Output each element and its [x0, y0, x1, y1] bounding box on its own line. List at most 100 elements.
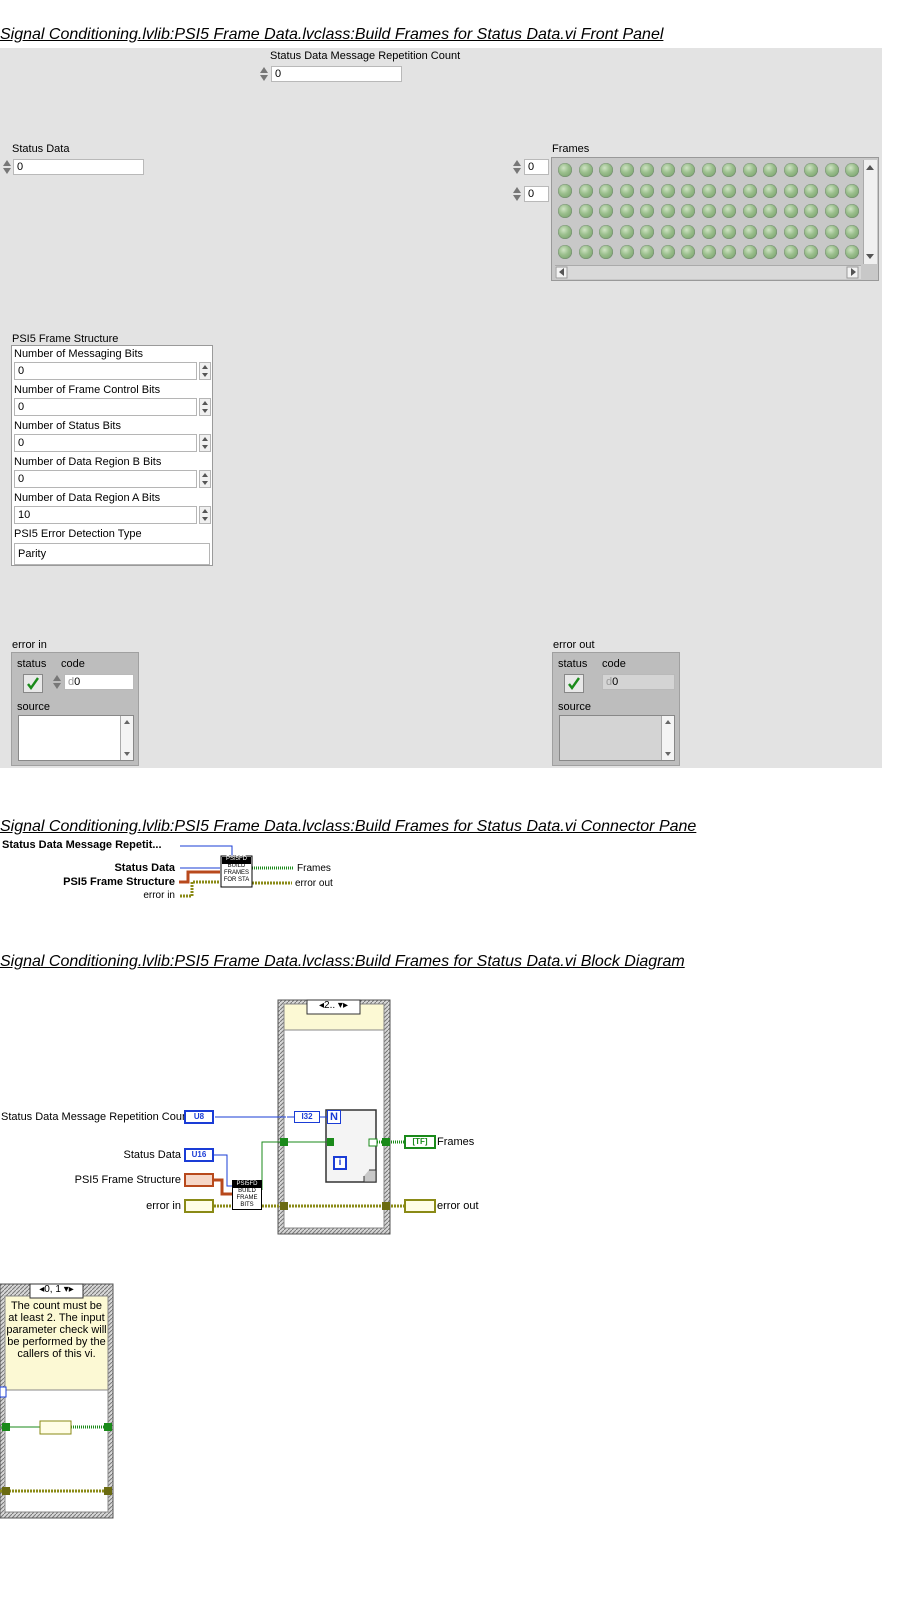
error-in-source-scrollbar[interactable] — [120, 716, 133, 760]
frame-bit-led — [845, 224, 859, 239]
frame-control-bits-input[interactable]: 0 — [14, 398, 197, 416]
frame-bit-led — [763, 245, 777, 259]
repetition-count-label: Status Data Message Repetition Count — [270, 50, 461, 62]
status-data-input[interactable]: 0 — [13, 159, 144, 175]
case-prev-arrow-icon[interactable]: ◂ — [319, 1000, 325, 1011]
status-data-terminal[interactable]: U16 — [184, 1148, 214, 1162]
repetition-count-input[interactable]: 0 — [271, 66, 402, 82]
frame-control-bits-stepper[interactable] — [199, 398, 211, 416]
frame-bit-led — [804, 183, 818, 198]
case2-selector[interactable]: ◂0, 1 ▾▸ — [31, 1284, 82, 1295]
frame-structure-label: PSI5 Frame Structure — [12, 333, 119, 345]
conn-input-error-in-label: error in — [143, 890, 175, 901]
data-region-a-bits-input[interactable]: 10 — [14, 506, 197, 524]
frame-structure-terminal[interactable] — [184, 1173, 214, 1187]
bd-frame-structure-label: PSI5 Frame Structure — [74, 1174, 181, 1186]
error-out-source-scrollbar[interactable] — [661, 716, 674, 760]
connector-pane: Status Data Message Repetit... Status Da… — [0, 838, 400, 908]
frame-bit-led — [824, 163, 839, 177]
frame-bit-led — [660, 163, 675, 177]
frame-bit-led — [845, 245, 859, 259]
error-in-label: error in — [12, 639, 47, 651]
frame-bit-led — [701, 163, 716, 177]
frame-bit-led — [845, 204, 859, 218]
frames-boolean-array — [551, 157, 879, 281]
messaging-bits-stepper[interactable] — [199, 362, 211, 380]
bd-status-data-label: Status Data — [123, 1149, 181, 1161]
connector-pane-heading: Signal Conditioning.lvlib:PSI5 Frame Dat… — [0, 818, 697, 835]
loop-count-label: N — [330, 1111, 338, 1123]
frame-bit-led — [763, 183, 777, 198]
error-out-terminal[interactable] — [404, 1199, 436, 1213]
data-region-a-bits-stepper[interactable] — [199, 506, 211, 524]
loop-count-terminal[interactable]: N — [327, 1110, 341, 1124]
case2-dropdown-icon[interactable]: ▾ — [60, 1284, 69, 1295]
build-frame-bits-subvi[interactable]: PSI5FD BUILD FRAME BITS — [232, 1180, 262, 1210]
error-detection-type-select[interactable]: Parity — [14, 543, 210, 565]
case2-next-arrow-icon[interactable]: ▸ — [68, 1284, 74, 1295]
frames-led-grid — [555, 160, 861, 264]
frame-bit-led — [558, 183, 572, 198]
conn-input-status-data-label: Status Data — [114, 862, 175, 874]
frame-bit-led — [804, 245, 818, 259]
frame-bit-led — [701, 204, 716, 218]
i32-conversion-node[interactable]: I32 — [294, 1111, 320, 1123]
frame-bit-led — [558, 163, 572, 177]
frames-col-index[interactable]: 0 — [524, 186, 549, 202]
frame-bit-led — [824, 204, 839, 218]
frame-bit-led — [599, 183, 613, 198]
frames-vertical-scrollbar[interactable] — [863, 160, 877, 264]
frame-bit-led — [783, 163, 798, 177]
subvi-line-4: BITS — [240, 1202, 254, 1208]
case-dropdown-icon[interactable]: ▾ — [335, 1000, 343, 1011]
data-region-b-bits-stepper[interactable] — [199, 470, 211, 488]
conn-icon-line-1: PSI5FD — [225, 856, 247, 862]
frame-bit-led — [804, 204, 818, 218]
status-bits-label: Number of Status Bits — [14, 420, 121, 432]
frame-bit-led — [599, 204, 613, 218]
status-bits-input[interactable]: 0 — [14, 434, 197, 452]
case-next-arrow-icon[interactable]: ▸ — [342, 1000, 348, 1011]
block-diagram-graphics — [0, 999, 404, 1519]
subvi-line-1: PSI5FD — [233, 1181, 261, 1188]
error-in-source-textbox[interactable] — [18, 715, 134, 761]
frames-row-index[interactable]: 0 — [524, 159, 549, 175]
status-data-spinner[interactable] — [2, 158, 12, 176]
frame-bit-led — [845, 183, 859, 198]
bd-repetition-count-label: Status Data Message Repetition Count — [1, 1111, 192, 1123]
case2-selector-value: 0, 1 — [44, 1284, 61, 1295]
frame-bit-led — [783, 183, 798, 198]
frames-terminal[interactable]: [TF] — [404, 1135, 436, 1149]
error-in-status-checkbox[interactable] — [23, 674, 43, 693]
frame-bit-led — [578, 163, 593, 177]
data-region-b-bits-input[interactable]: 0 — [14, 470, 197, 488]
frame-bit-led — [722, 224, 736, 239]
connector-icon: PSI5FD BUILD FRAMES FOR STA — [221, 856, 252, 887]
frames-label: Frames — [552, 143, 590, 155]
case-selector[interactable]: ◂2.. ▾▸ — [308, 1000, 359, 1011]
error-in-terminal[interactable] — [184, 1199, 214, 1213]
subvi-line-2: BUILD — [238, 1188, 256, 1194]
case2-prev-arrow-icon[interactable]: ◂ — [39, 1284, 45, 1295]
repetition-count-spinner[interactable] — [259, 65, 269, 83]
error-in-code-input[interactable]: d0 — [64, 674, 134, 690]
frame-bit-led — [763, 163, 777, 177]
frames-row-index-spinner[interactable] — [512, 158, 522, 176]
conn-output-frames-label: Frames — [297, 863, 331, 874]
frame-bit-led — [824, 183, 839, 198]
error-in-code-spinner[interactable] — [52, 673, 62, 691]
frame-structure-cluster: Number of Messaging Bits 0 Number of Fra… — [11, 345, 213, 566]
frame-bit-led — [742, 204, 757, 218]
frame-bit-led — [742, 224, 757, 239]
frame-bit-led — [619, 245, 634, 259]
messaging-bits-input[interactable]: 0 — [14, 362, 197, 380]
loop-index-terminal: i — [333, 1156, 347, 1170]
frame-bit-led — [722, 183, 736, 198]
error-in-code-value: 0 — [74, 676, 81, 688]
frame-bit-led — [578, 183, 593, 198]
frames-horizontal-scrollbar[interactable] — [555, 265, 861, 279]
repetition-count-terminal[interactable]: U8 — [184, 1110, 214, 1124]
status-bits-stepper[interactable] — [199, 434, 211, 452]
conn-icon-line-3: FRAMES — [223, 870, 249, 876]
frames-col-index-spinner[interactable] — [512, 185, 522, 203]
